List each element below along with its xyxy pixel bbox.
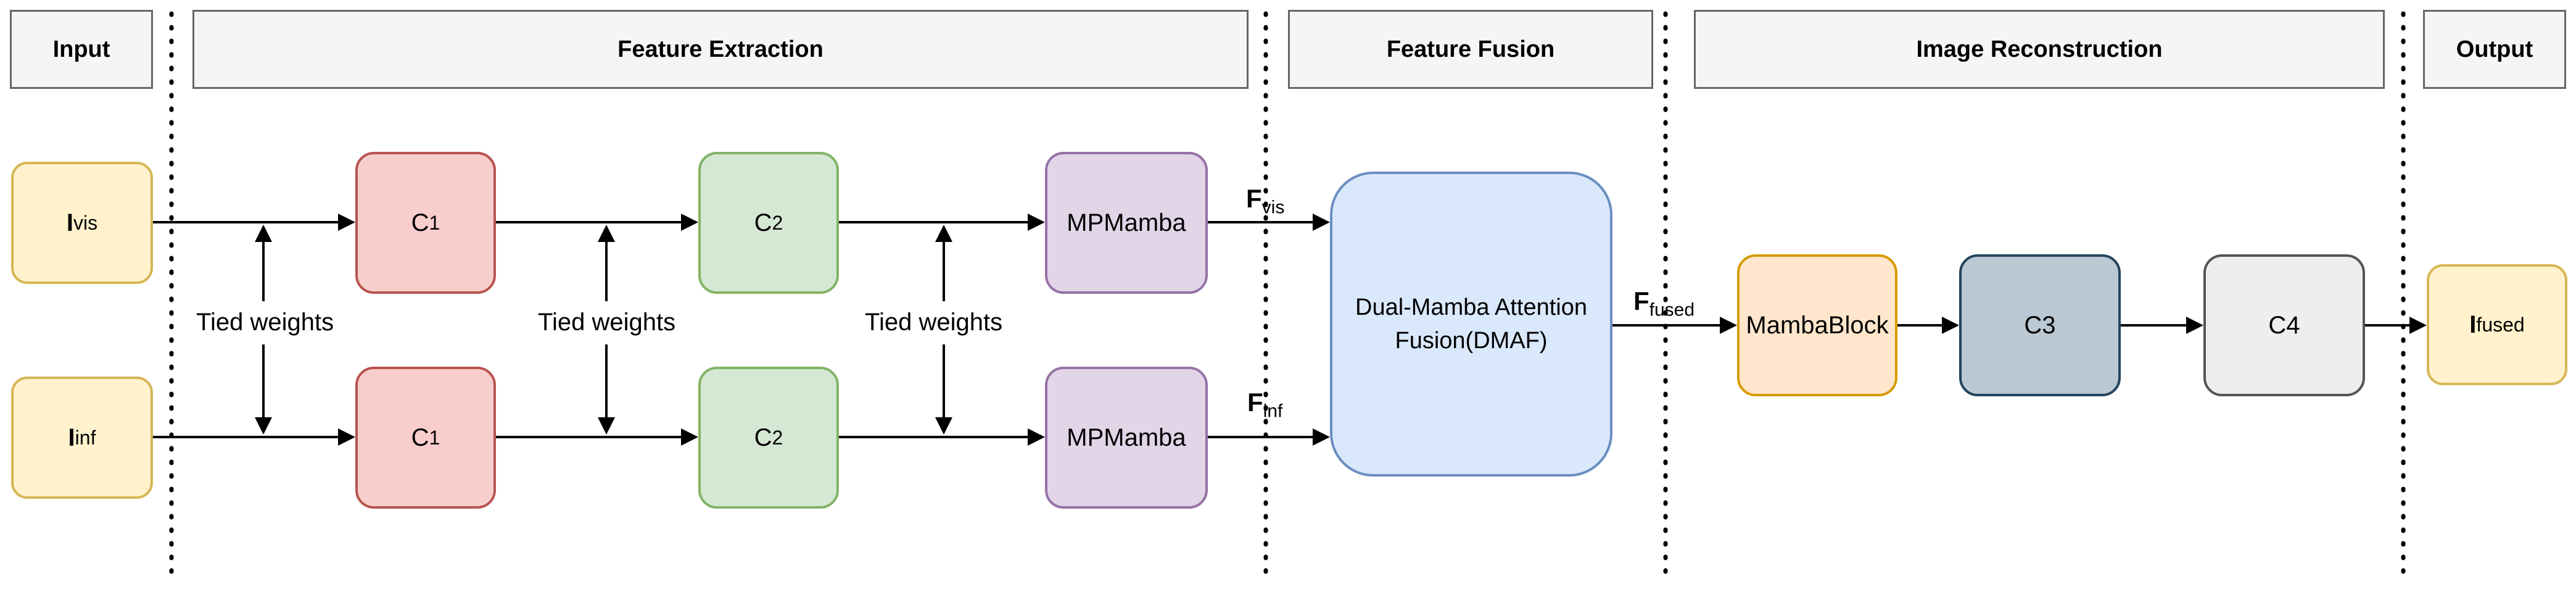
tied-arrow-2 [598,225,615,435]
f-inf-label: Finf [1247,388,1282,422]
stage-dividers [169,11,2406,586]
dmaf-block: Dual-Mamba Attention Fusion(DMAF) [1330,172,1612,477]
c4-block: C4 [2203,254,2365,396]
ffused-sub: fused [1649,299,1695,320]
tied-arrow-1 [255,225,272,435]
finf-sub: inf [1263,401,1283,422]
stage-image-reconstruction: Image Reconstruction [1694,10,2385,89]
c1-vis-sub: 1 [429,211,440,234]
c2-vis-sub: 2 [772,211,783,234]
f-vis-label: Fvis [1246,184,1284,218]
tied-weights-label-2: Tied weights [538,309,676,336]
stage-feature-fusion: Feature Fusion [1288,10,1653,89]
c3-block: C3 [1959,254,2121,396]
stage-input: Input [10,10,153,89]
fvis-sub: vis [1261,197,1285,218]
c1-inf-sub: 1 [429,426,440,449]
mpmamba-block-inf: MPMamba [1045,367,1208,509]
tied-weights-label-1: Tied weights [196,309,334,336]
stage-feature-extraction: Feature Extraction [192,10,1249,89]
mambablock-block: MambaBlock [1737,254,1897,396]
iinf-main: I [68,423,75,451]
tied-arrow-3 [935,225,952,435]
f-fused-label: Ffused [1633,286,1695,320]
mpmamba-block-vis: MPMamba [1045,152,1208,294]
c1-vis-main: C [411,209,429,236]
iinf-sub: inf [75,426,96,449]
stage-output: Output [2423,10,2566,89]
ivis-sub: vis [73,211,98,234]
ifused-main: I [2469,310,2477,338]
finf-main: F [1247,388,1263,417]
c2-inf-sub: 2 [772,426,783,449]
c2-vis-main: C [754,209,772,236]
ifused-sub: fused [2476,313,2525,336]
fvis-main: F [1246,184,1262,213]
c2-inf-main: C [754,423,772,451]
c1-inf-main: C [411,423,429,451]
ivis-main: I [66,209,73,236]
ffused-main: F [1633,286,1649,315]
tied-weights-label-3: Tied weights [865,309,1003,336]
